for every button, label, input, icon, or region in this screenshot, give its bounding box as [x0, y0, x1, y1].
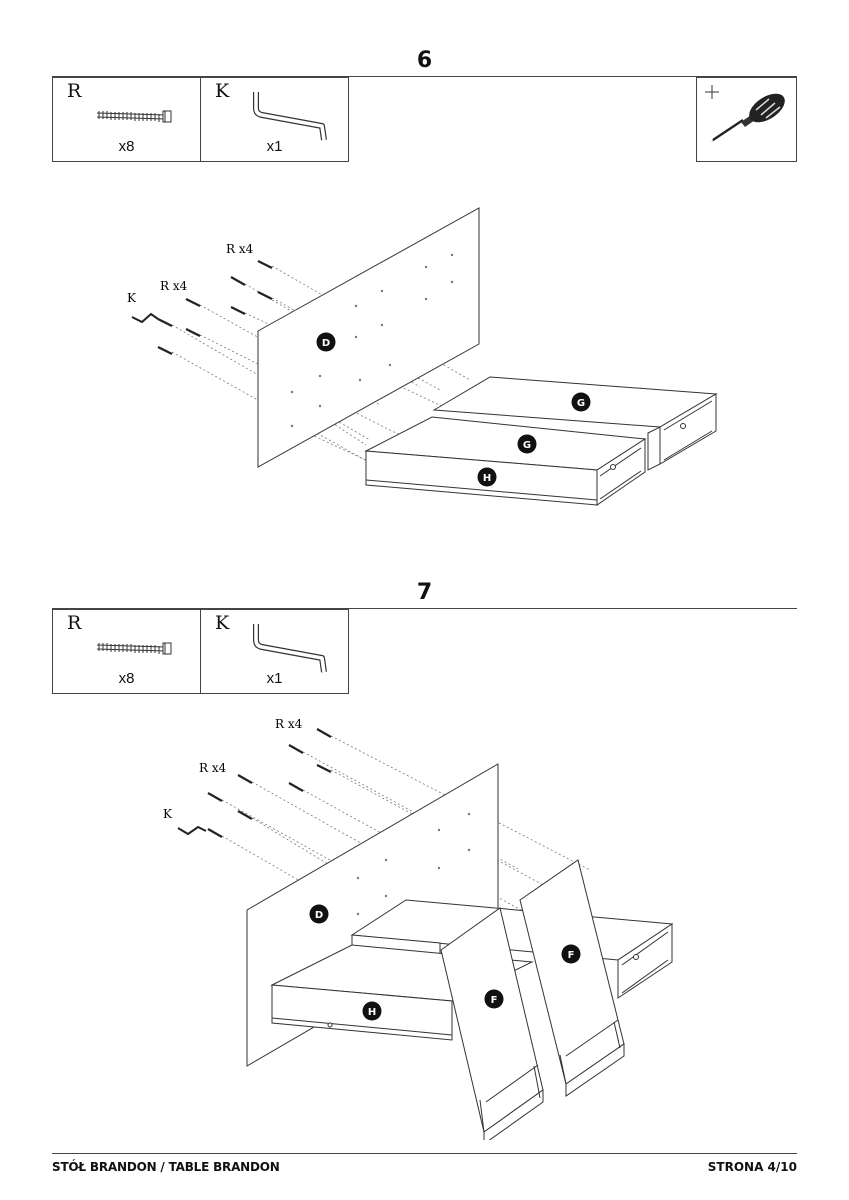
part-box-r-step6: R x8 [52, 77, 201, 162]
svg-text:G: G [523, 440, 531, 451]
callout-r-top: R x4 [275, 717, 303, 731]
step-6-rule [52, 76, 797, 77]
svg-text:H: H [483, 473, 491, 484]
label-g-back: G [571, 392, 591, 412]
step-6-diagram: R x4 R x4 K D G G H [127, 207, 718, 506]
label-h: H [477, 467, 497, 487]
svg-text:D: D [315, 910, 323, 921]
footer-title: STÓŁ BRANDON / TABLE BRANDON [52, 1160, 280, 1174]
label-f-right: F [561, 944, 581, 964]
footer-rule [52, 1153, 797, 1154]
label-d: D [309, 904, 329, 924]
panel-d [257, 207, 480, 468]
part-box-r-step7: R x8 [52, 609, 201, 694]
part-qty: x8 [118, 670, 135, 687]
screws [207, 728, 332, 838]
screw-icon [96, 110, 172, 123]
label-d: D [316, 332, 336, 352]
part-letter: R [67, 80, 82, 102]
label-f-left: F [484, 989, 504, 1009]
label-h: H [362, 1001, 382, 1021]
part-box-k-step6: K x1 [200, 77, 349, 162]
part-letter: K [215, 80, 230, 102]
step-7-rule [52, 608, 797, 609]
part-letter: K [215, 612, 230, 634]
callout-r-mid: R x4 [199, 761, 227, 775]
part-qty: x8 [118, 138, 135, 155]
svg-text:F: F [491, 995, 498, 1006]
tool-box-step6 [696, 77, 797, 162]
callout-k: K [127, 291, 137, 305]
callout-r-mid: R x4 [160, 279, 188, 293]
page-number: STRONA 4/10 [707, 1160, 797, 1174]
part-letter: R [67, 612, 82, 634]
screwdriver-icon [705, 85, 785, 142]
part-qty: x1 [266, 138, 283, 155]
svg-text:D: D [322, 338, 330, 349]
hex-key-in-use [177, 825, 207, 836]
front-box-g [364, 416, 647, 506]
hex-key-icon [253, 92, 327, 141]
hex-key-in-use [131, 312, 159, 324]
callout-r-top: R x4 [226, 242, 254, 256]
step-7-number: 7 [416, 580, 433, 605]
panel-holes [356, 812, 471, 916]
panel-holes [290, 253, 454, 428]
label-g-front: G [517, 434, 537, 454]
hex-key-icon [253, 624, 327, 673]
svg-text:G: G [577, 398, 585, 409]
side-f-left [440, 907, 544, 1140]
screw-icon [96, 642, 172, 655]
callout-k: K [163, 807, 173, 821]
step-6-number: 6 [416, 48, 433, 73]
svg-text:F: F [568, 950, 575, 961]
part-box-k-step7: K x1 [200, 609, 349, 694]
step-7-diagram: R x4 R x4 K D H F F [163, 717, 674, 1140]
screws [157, 260, 273, 355]
part-qty: x1 [266, 670, 283, 687]
svg-text:H: H [368, 1007, 376, 1018]
side-f-right [519, 859, 625, 1097]
